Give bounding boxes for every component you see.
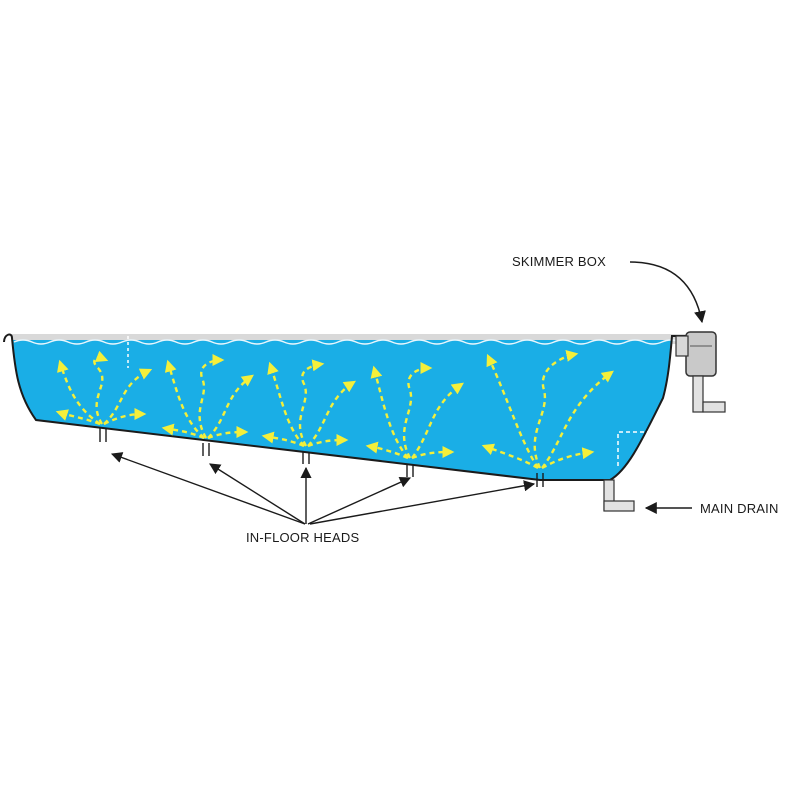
skimmer-pointer-arrow — [629, 261, 706, 324]
flow-arrow — [93, 350, 109, 425]
flow-arrow — [307, 380, 357, 447]
in-floor-head-1-icon — [99, 428, 107, 442]
flow-arrow — [198, 354, 225, 439]
flow-arrow — [164, 359, 205, 439]
water-surface-band — [12, 334, 687, 344]
pointer-arrow — [110, 452, 306, 525]
flow-arrow — [207, 426, 249, 440]
main-drain-pipe-icon — [603, 479, 635, 512]
head-pointer-arrows — [110, 452, 536, 525]
flow-arrow — [267, 361, 305, 447]
flow-arrow — [298, 359, 325, 447]
drain-pipe-dash — [617, 431, 662, 466]
in-floor-head-stubs — [99, 428, 544, 487]
skimmer-box-label: SKIMMER BOX — [512, 254, 606, 269]
flow-arrow — [55, 409, 101, 426]
water-line — [13, 339, 681, 345]
main-drain-label: MAIN DRAIN — [700, 501, 779, 516]
pointer-arrow — [307, 477, 412, 525]
in-floor-head-3-icon — [302, 452, 310, 464]
flow-arrow — [541, 447, 595, 470]
flow-arrow — [486, 353, 540, 469]
flow-arrow — [161, 423, 205, 440]
flow-arrow — [261, 431, 305, 448]
flow-arrow — [365, 441, 409, 460]
flow-arrow — [207, 374, 254, 439]
flow-arrow — [103, 408, 147, 426]
flow-arrow — [402, 362, 433, 459]
pool-water — [12, 340, 672, 480]
in-floor-head-5-icon — [536, 473, 544, 487]
flow-arrow — [411, 382, 464, 459]
flow-arrow — [370, 365, 409, 459]
flow-arrow — [57, 359, 101, 425]
in-floor-head-2-icon — [202, 443, 210, 456]
flow-arrow — [307, 434, 349, 448]
skimmer-box-icon — [675, 331, 726, 413]
flow-arrow — [103, 368, 153, 425]
flow-arrows — [55, 350, 614, 470]
flow-arrow — [411, 446, 455, 460]
flow-arrow — [541, 370, 614, 469]
pointer-arrow — [209, 463, 306, 525]
flow-arrow — [481, 443, 539, 470]
in-floor-head-4-icon — [406, 465, 414, 477]
in-floor-heads-label: IN-FLOOR HEADS — [246, 530, 359, 545]
pointer-arrow — [309, 480, 536, 525]
